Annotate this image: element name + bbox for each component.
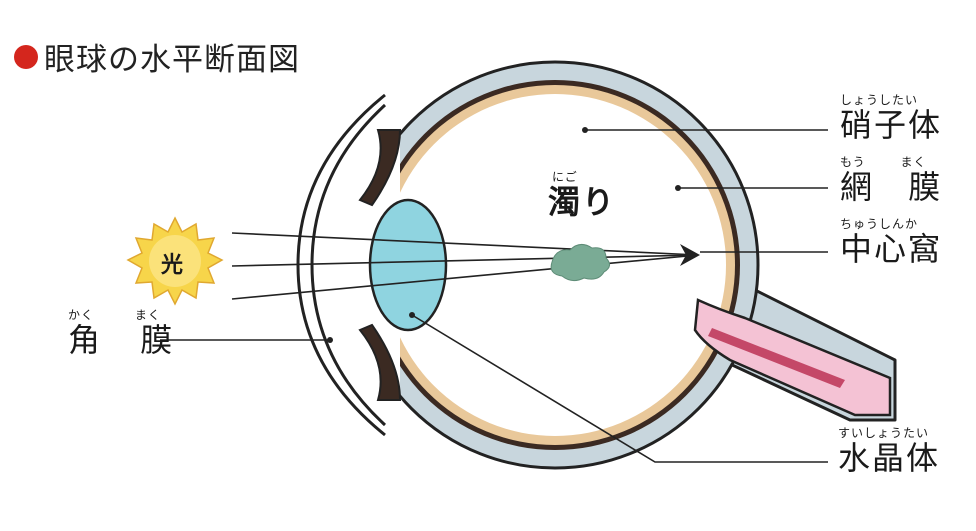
- label-retina-main-a: 網: [840, 168, 875, 206]
- label-retina: もう まく 網 膜: [840, 155, 942, 205]
- leader-retina-dot: [675, 185, 681, 191]
- leader-cornea-dot: [327, 337, 333, 343]
- label-retina-ruby-b: まく: [900, 155, 927, 169]
- label-cornea-main-b: 膜: [140, 321, 175, 359]
- opacity-cloud: [550, 244, 610, 282]
- label-lens: すいしょうたい 水晶体: [838, 426, 940, 476]
- page-title: 眼球の水平断面図: [14, 34, 300, 79]
- optic-nerve: [693, 298, 892, 417]
- label-retina-ruby-a: もう: [840, 155, 866, 169]
- label-fovea-main: 中心窩: [840, 230, 943, 268]
- cornea-inner: [310, 103, 387, 427]
- optic-nerve-vessel: [708, 328, 845, 388]
- light-ray-middle: [231, 254, 699, 267]
- light-ray-top: [231, 232, 699, 256]
- cloud-ruby: にご: [552, 170, 578, 184]
- label-fovea-ruby: ちゅうしんか: [840, 217, 919, 231]
- leader-lens-dot: [409, 312, 415, 318]
- label-cornea: かく まく 角 膜: [68, 308, 174, 358]
- label-cornea-ruby-b: まく: [134, 308, 161, 322]
- arrow-head-icon: [680, 244, 700, 266]
- cloud-label: にご 濁り: [548, 170, 616, 220]
- label-vitreous-main: 硝子体: [840, 106, 943, 144]
- label-lens-ruby: すいしょうたい: [838, 426, 930, 440]
- title-text: 眼球の水平断面図: [44, 42, 300, 78]
- light-ray-bottom: [231, 254, 699, 300]
- iris-top: [358, 129, 402, 207]
- iris-bottom: [358, 323, 402, 401]
- label-retina-main-b: 膜: [908, 168, 943, 206]
- leader-lens: [411, 314, 828, 463]
- label-lens-main: 水晶体: [838, 439, 941, 477]
- leader-vitreous-dot: [582, 127, 588, 133]
- lens: [368, 198, 448, 332]
- sun-label: 光: [161, 253, 184, 278]
- label-cornea-ruby-a: かく: [68, 308, 95, 322]
- label-vitreous: しょうしたい 硝子体: [840, 93, 942, 143]
- label-cornea-main-a: 角: [68, 321, 103, 359]
- title-bullet-icon: [14, 44, 38, 69]
- cloud-main: 濁り: [548, 183, 617, 221]
- sun-icon: [126, 216, 224, 306]
- label-fovea: ちゅうしんか 中心窩: [840, 217, 942, 267]
- label-vitreous-ruby: しょうしたい: [840, 93, 919, 107]
